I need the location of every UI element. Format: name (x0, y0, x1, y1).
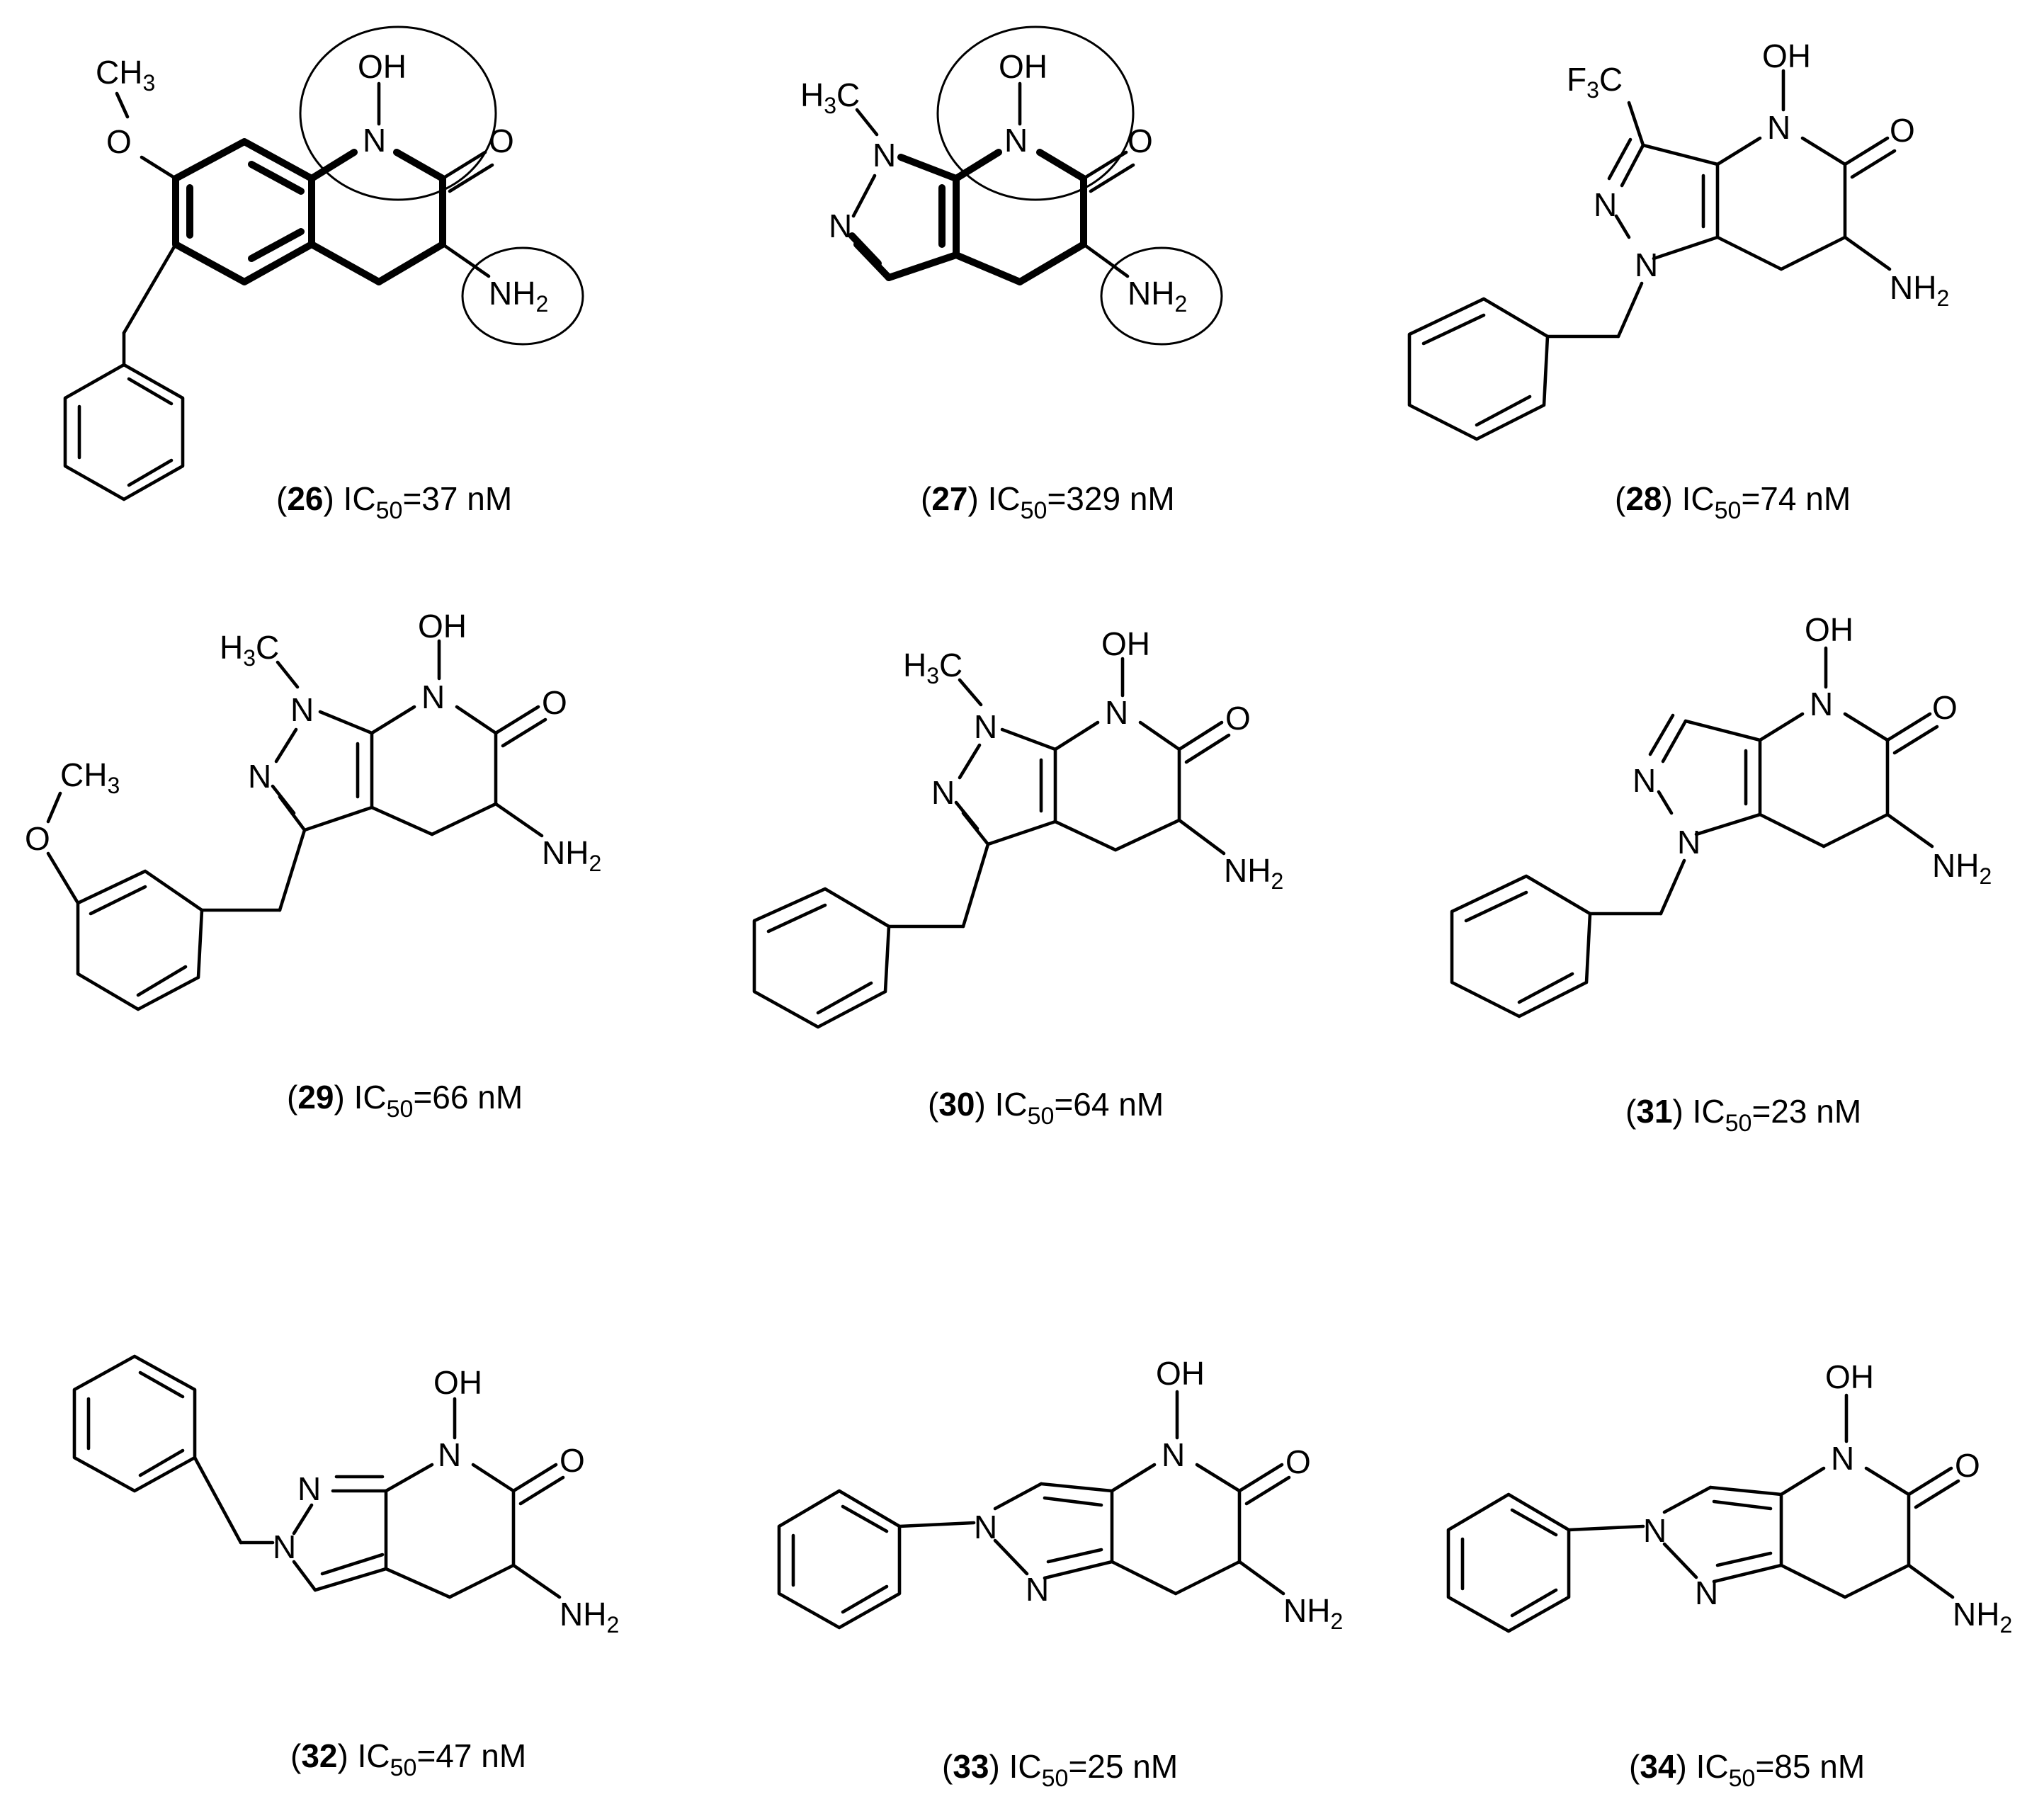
structure-28: F3C N N N OH O NH2 (1407, 38, 1949, 441)
svg-text:NH2: NH2 (1128, 275, 1187, 317)
structure-30: H3C N N N OH O NH2 (752, 625, 1283, 1029)
svg-text:O: O (1955, 1447, 1980, 1484)
svg-text:NH2: NH2 (1283, 1592, 1343, 1634)
caption-26: (26) IC50=37 nM (276, 480, 512, 524)
structure-34: N N N OH O NH2 (1446, 1358, 2012, 1638)
structure-27: H3C N N N OH O NH2 (800, 25, 1223, 346)
svg-text:O: O (106, 123, 132, 160)
svg-text:N: N (974, 1509, 997, 1545)
svg-text:H3C: H3C (800, 76, 860, 118)
svg-text:O: O (25, 820, 50, 857)
svg-text:N: N (1105, 694, 1128, 731)
caption-28: (28) IC50=74 nM (1615, 480, 1851, 524)
svg-text:N: N (363, 122, 386, 159)
svg-text:F3C: F3C (1567, 61, 1623, 103)
caption-31: (31) IC50=23 nM (1625, 1093, 1861, 1137)
svg-text:NH2: NH2 (1890, 269, 1949, 311)
svg-text:N: N (273, 1528, 296, 1565)
svg-text:OH: OH (358, 48, 407, 85)
svg-text:O: O (1932, 689, 1958, 726)
svg-text:N: N (438, 1436, 461, 1473)
svg-text:OH: OH (1101, 625, 1150, 662)
svg-text:N: N (297, 1470, 321, 1507)
caption-34: (34) IC50=85 nM (1629, 1748, 1865, 1792)
svg-text:N: N (1810, 686, 1833, 722)
svg-text:O: O (560, 1442, 585, 1479)
svg-text:O: O (1285, 1443, 1311, 1480)
svg-text:NH2: NH2 (489, 275, 548, 317)
svg-text:N: N (1004, 122, 1028, 159)
svg-text:NH2: NH2 (1932, 847, 1992, 889)
structure-33: N N N OH O NH2 (777, 1355, 1343, 1634)
caption-27: (27) IC50=329 nM (921, 480, 1175, 524)
caption-32: (32) IC50=47 nM (290, 1737, 526, 1781)
svg-text:OH: OH (1156, 1355, 1205, 1392)
svg-text:OH: OH (1762, 38, 1811, 74)
structure-32: N N N OH O NH2 (72, 1354, 619, 1638)
captions: (26) IC50=37 nM (27) IC50=329 nM (28) IC… (276, 480, 1865, 1792)
svg-text:H3C: H3C (903, 647, 963, 688)
svg-text:OH: OH (1805, 611, 1853, 648)
svg-text:N: N (1643, 1512, 1667, 1549)
svg-text:O: O (1225, 700, 1251, 737)
svg-text:N: N (1831, 1440, 1854, 1477)
svg-text:N: N (421, 679, 445, 715)
svg-text:N: N (1635, 246, 1658, 283)
caption-33: (33) IC50=25 nM (942, 1748, 1178, 1792)
svg-text:NH2: NH2 (1953, 1596, 2012, 1638)
svg-text:N: N (290, 691, 314, 728)
svg-text:N: N (974, 708, 997, 745)
svg-text:O: O (1890, 112, 1915, 149)
svg-text:OH: OH (433, 1364, 482, 1401)
svg-text:NH2: NH2 (1224, 852, 1283, 894)
svg-text:N: N (873, 137, 896, 174)
svg-text:NH2: NH2 (560, 1596, 619, 1638)
svg-text:N: N (931, 774, 955, 811)
caption-29: (29) IC50=66 nM (287, 1079, 523, 1123)
svg-text:N: N (1767, 109, 1790, 146)
structure-31: N N N OH O NH2 (1450, 611, 1992, 1018)
svg-text:N: N (1026, 1571, 1049, 1608)
svg-text:CH3: CH3 (60, 756, 120, 798)
structure-26: CH3 O N OH O NH2 (63, 25, 584, 501)
svg-text:O: O (489, 123, 514, 159)
structure-29: H3C N N N OH O NH2 O CH3 (25, 608, 601, 1011)
svg-text:N: N (1695, 1574, 1718, 1611)
svg-text:NH2: NH2 (542, 834, 601, 876)
svg-text:H3C: H3C (220, 629, 279, 671)
svg-text:N: N (248, 758, 271, 795)
caption-30: (30) IC50=64 nM (928, 1086, 1164, 1130)
svg-text:N: N (1162, 1436, 1185, 1473)
svg-text:N: N (1677, 824, 1701, 861)
svg-text:N: N (829, 208, 852, 244)
svg-text:OH: OH (999, 48, 1047, 85)
svg-text:CH3: CH3 (96, 54, 155, 96)
svg-text:OH: OH (418, 608, 467, 645)
svg-text:OH: OH (1825, 1358, 1874, 1395)
svg-text:N: N (1633, 762, 1656, 799)
svg-text:N: N (1594, 186, 1617, 223)
svg-text:O: O (542, 684, 567, 721)
